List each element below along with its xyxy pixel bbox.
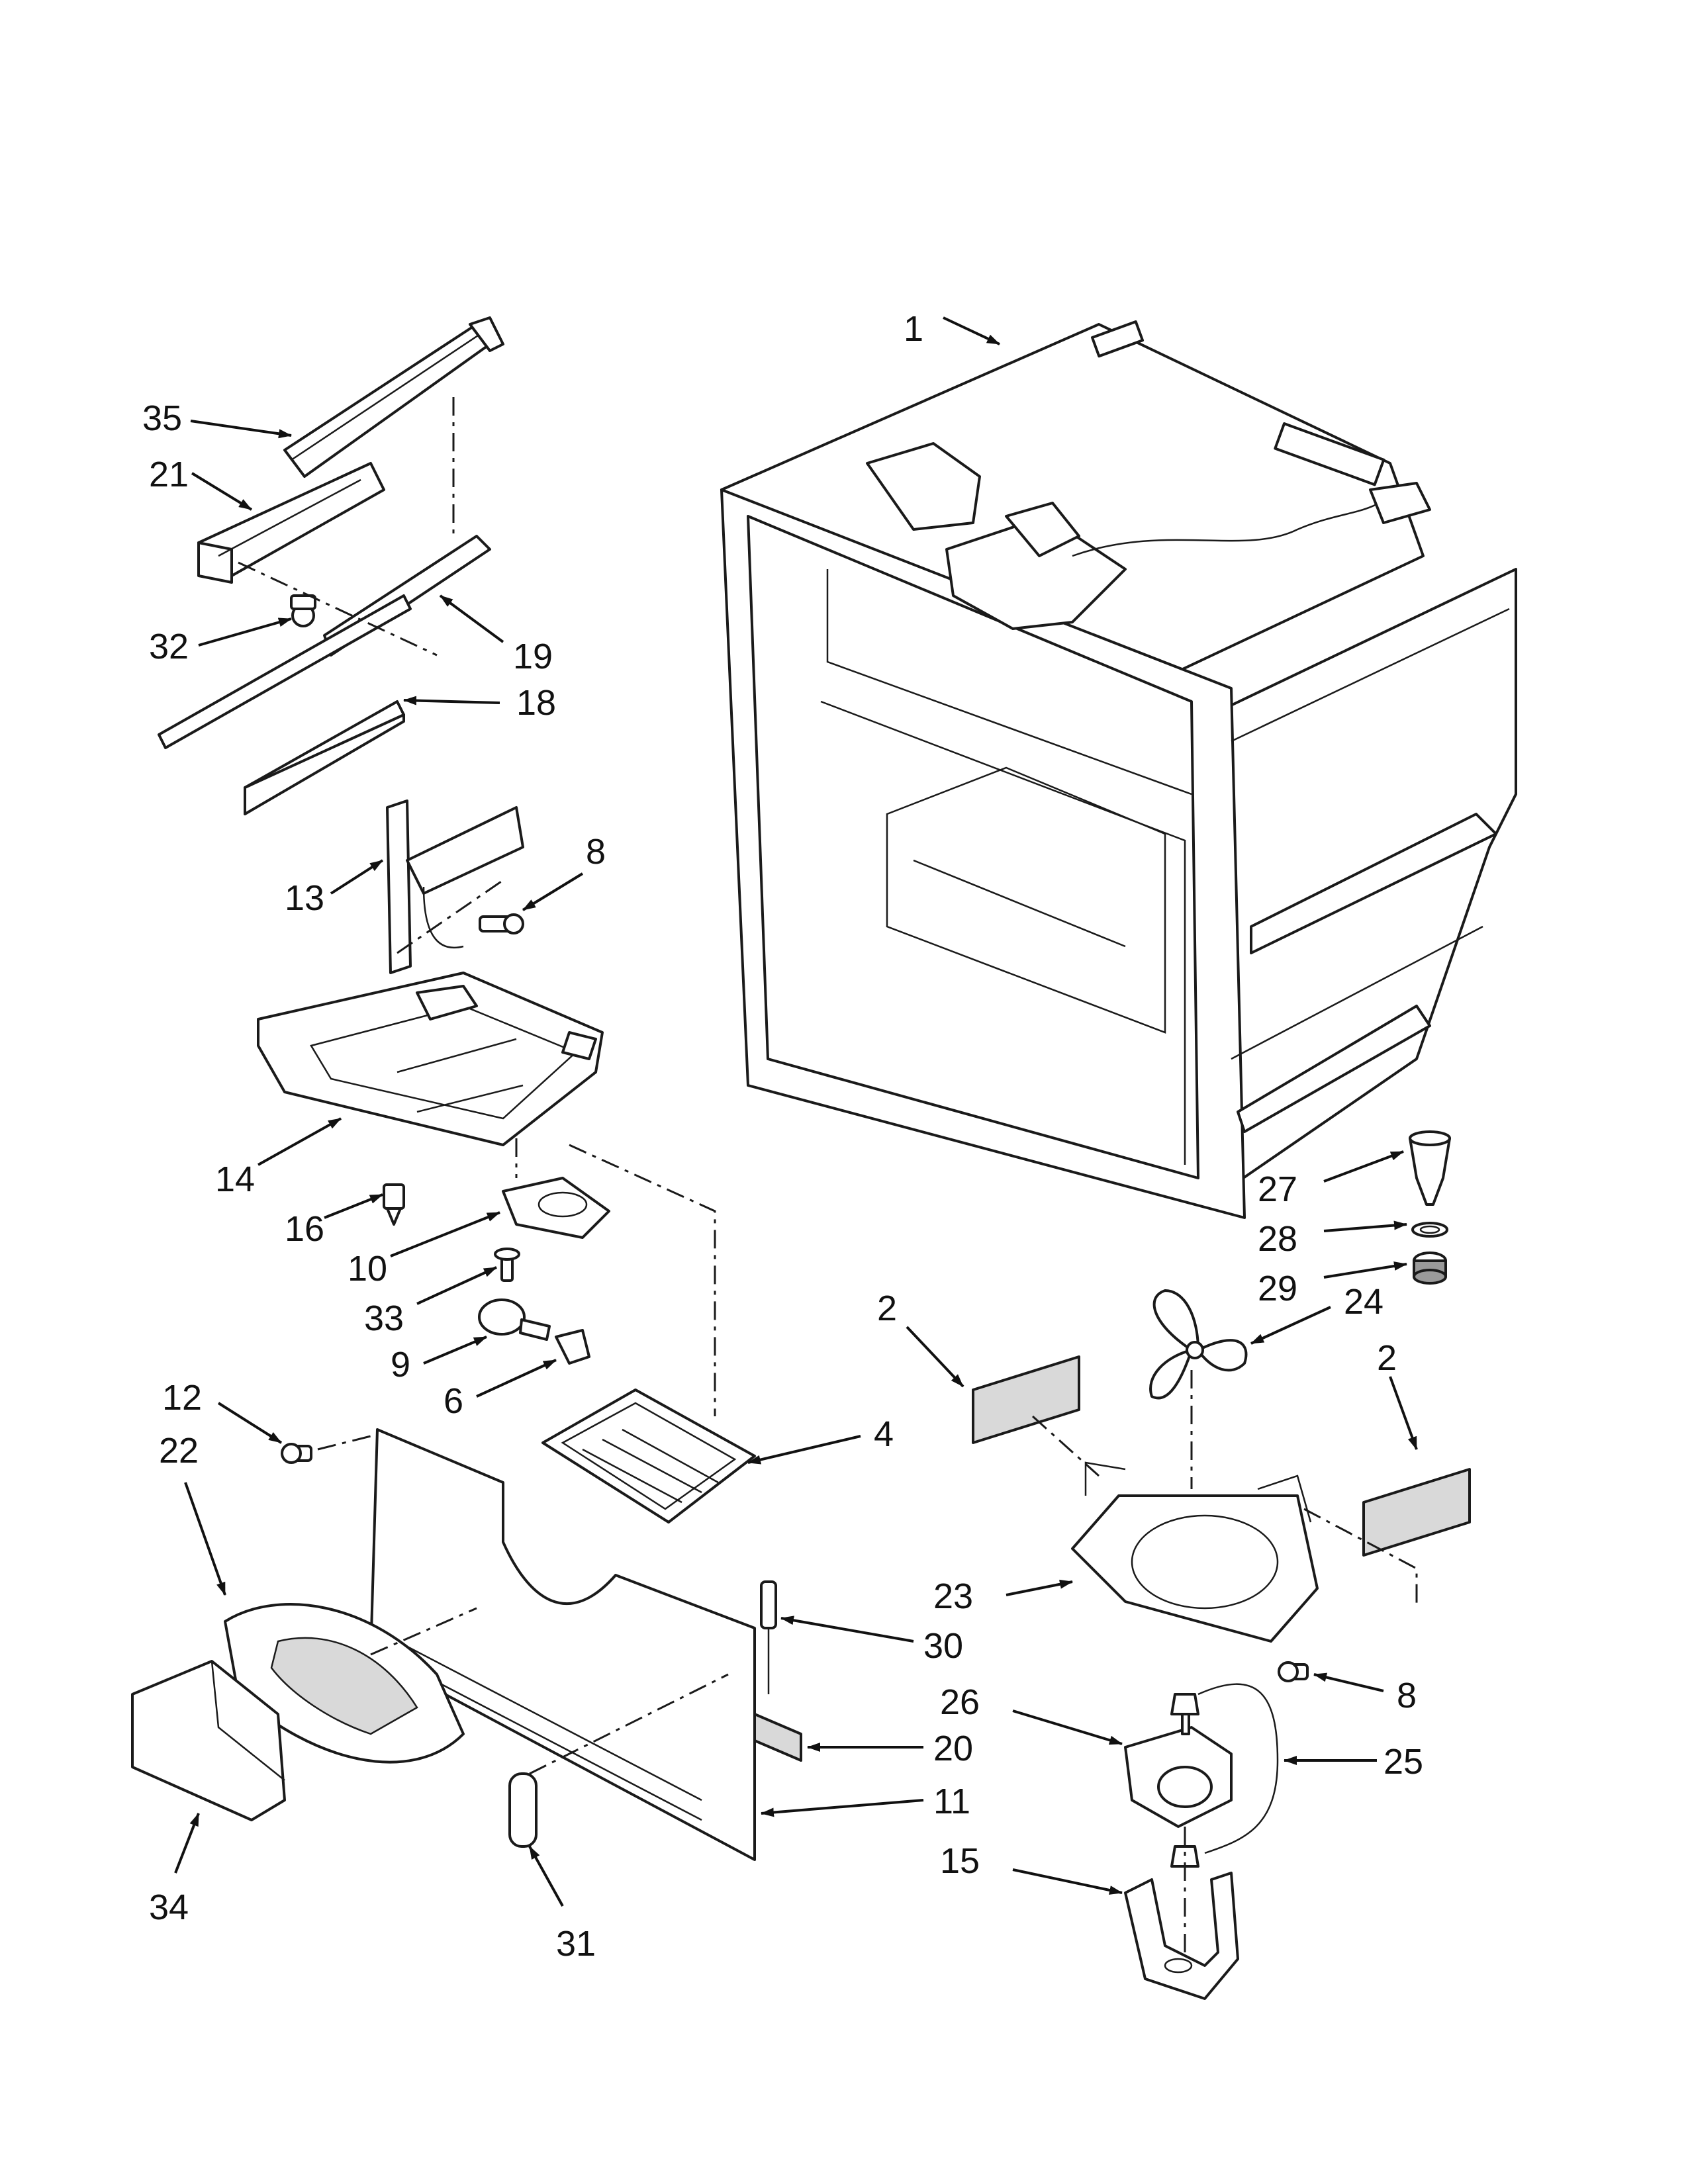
leader-2b [1389,1376,1418,1450]
part-label-31: 31 [556,1924,596,1964]
part-label-8b: 8 [1397,1676,1417,1715]
leader-35 [190,420,292,439]
part-label-24: 24 [1344,1282,1383,1322]
part-label-19: 19 [513,637,553,676]
part-label-8a: 8 [586,832,606,872]
insulation-pad-left-part [972,1355,1080,1444]
leader-arrows [174,316,1418,1907]
part-label-34: 34 [149,1888,189,1927]
part-label-26: 26 [940,1682,980,1722]
screw-8-upper-part [479,913,524,934]
part-label-35: 35 [142,398,182,438]
leader-33 [416,1266,497,1305]
foam-strip-part [753,1713,802,1762]
assembly-lines [238,397,1418,1952]
part-label-15: 15 [940,1841,980,1881]
fan-housing-part [1071,1461,1319,1643]
leader-28 [1323,1220,1407,1232]
freezer-liner-part [720,320,1517,1219]
leader-23 [1006,1579,1073,1596]
leader-19 [439,594,504,643]
insulation-pad-right-part [1362,1468,1471,1557]
part-label-10: 10 [348,1249,387,1289]
fan-blade-part [1149,1289,1248,1400]
leader-14 [258,1117,342,1166]
lower-slide-rails-part [158,535,491,815]
part-label-14: 14 [215,1160,255,1199]
part-label-11: 11 [933,1782,970,1821]
lamp-socket-part [555,1329,590,1365]
leader-34 [174,1813,200,1874]
part-label-29: 29 [1258,1269,1297,1308]
light-housing-tray-part [257,972,604,1146]
leader-26 [1012,1709,1123,1745]
part-label-28: 28 [1258,1219,1297,1259]
part-label-13: 13 [285,878,324,918]
leader-1 [943,316,1000,345]
part-label-16: 16 [285,1209,324,1249]
wire-harness-part [1170,1683,1279,1868]
leader-27 [1323,1150,1404,1183]
drain-trap-parts [1409,1130,1451,1285]
part-label-1: 1 [904,309,923,349]
part-label-32: 32 [149,627,189,666]
part-label-6: 6 [444,1381,463,1421]
part-label-23: 23 [933,1576,973,1616]
upper-slide-rail-part [283,316,504,478]
cover-part [131,1660,286,1821]
part-label-20: 20 [933,1729,973,1768]
leader-30 [780,1615,914,1643]
part-label-25: 25 [1383,1742,1423,1782]
part-label-4: 4 [874,1414,894,1454]
leader-13 [330,859,384,895]
part-label-9: 9 [391,1345,410,1385]
part-label-33: 33 [364,1298,404,1338]
part-label-2b: 2 [1377,1338,1397,1378]
vertical-bracket-part [386,799,524,974]
rail-bracket-part [197,462,385,584]
part-label-18: 18 [516,683,556,723]
grille-part [541,1388,756,1524]
part-label-2a: 2 [877,1289,897,1328]
part-label-30: 30 [923,1626,963,1666]
leader-12 [217,1402,283,1444]
screw-32-part [290,594,316,627]
fan-motor-part [1124,1693,1233,1828]
rear-cover-panel-part [369,1428,756,1861]
part-label-27: 27 [1258,1169,1297,1209]
lamp-socket-housing-part [502,1177,610,1239]
leader-4 [747,1435,861,1465]
leader-6 [476,1359,557,1398]
switch-part [383,1183,405,1226]
screw-8-lower-part [1278,1661,1309,1682]
leader-22 [184,1482,226,1596]
leader-10 [390,1211,500,1257]
leader-16 [324,1193,383,1219]
part-label-21: 21 [149,455,189,494]
leader-21 [191,472,253,511]
part-label-12: 12 [162,1378,202,1418]
leader-2a [906,1326,964,1388]
leader-15 [1012,1868,1123,1895]
sensor-31-part [508,1772,538,1848]
part-labels: 1 2 2 4 6 8 8 9 10 11 12 13 14 15 16 18 … [142,309,1423,1964]
leader-31 [528,1846,564,1907]
leader-11 [761,1799,924,1817]
screw-12-part [281,1443,312,1464]
probe-30-part [760,1580,777,1694]
front-grille-part [224,1603,465,1764]
leader-9 [423,1336,487,1365]
light-bulb-part [478,1298,551,1341]
leader-24 [1250,1306,1331,1345]
motor-bracket-part [1124,1872,1239,2000]
leader-18 [403,696,500,705]
leader-32 [198,617,292,647]
part-label-22: 22 [159,1431,199,1471]
screw-33-part [494,1248,520,1282]
leader-29 [1323,1261,1407,1279]
leader-8b [1313,1672,1384,1692]
leader-8a [522,872,584,911]
